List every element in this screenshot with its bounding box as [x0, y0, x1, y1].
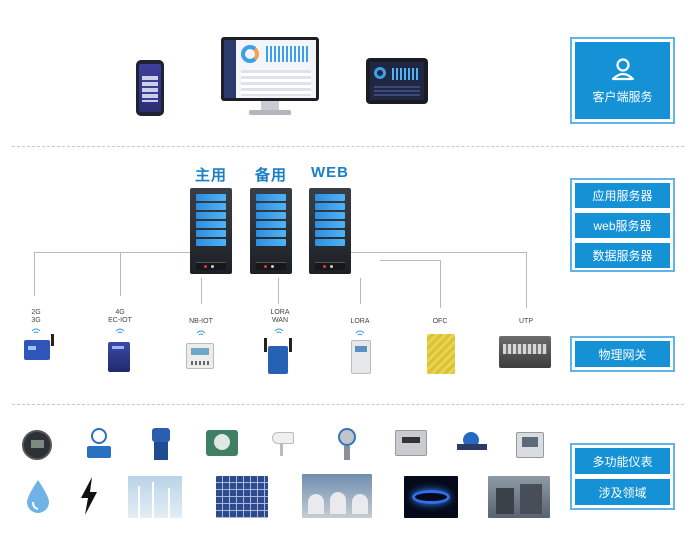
- web-server: [309, 188, 351, 274]
- camera-sensor: [272, 430, 298, 458]
- gateway-label-lora: LORA: [350, 318, 370, 325]
- gateway-device-nbiot: [186, 343, 214, 369]
- connector-utp: [526, 252, 527, 308]
- backup-server: [250, 188, 292, 274]
- gateway-device-ofc: [427, 334, 455, 374]
- gateway-panel: 物理网关: [570, 336, 675, 372]
- gas-flame-photo: [404, 476, 458, 518]
- oil-tank-photo: [302, 474, 372, 518]
- domain-panel: 多功能仪表 涉及领域: [570, 443, 675, 510]
- gas-meter: [395, 430, 427, 456]
- web-server-button[interactable]: web服务器: [575, 213, 670, 238]
- gateway-device-2g: [24, 334, 54, 360]
- desktop-monitor-device: [221, 37, 319, 119]
- gateway-device-lorawan: [264, 338, 292, 374]
- tablet-device: [366, 58, 428, 104]
- client-service-label: 客户端服务: [592, 90, 653, 104]
- wifi-icon: [115, 328, 125, 334]
- wifi-icon: [274, 328, 284, 334]
- smartphone-device: [136, 60, 164, 116]
- connector-left-horizontal: [34, 252, 190, 253]
- server-label-web: WEB: [311, 164, 349, 181]
- connector-nbiot: [201, 278, 202, 304]
- primary-server: [190, 188, 232, 274]
- user-icon: [611, 58, 634, 81]
- gateway-device-4g: [108, 342, 130, 372]
- gateway-device-utp: [499, 336, 551, 368]
- divider-bottom: [12, 404, 684, 405]
- physical-gateway-button[interactable]: 物理网关: [575, 341, 670, 367]
- level-gauge: [336, 428, 358, 462]
- connector-2g: [34, 252, 35, 296]
- gateway-device-lora: [351, 340, 371, 374]
- wifi-icon: [196, 330, 206, 336]
- data-server-button[interactable]: 数据服务器: [575, 243, 670, 268]
- gateway-label-utp: UTP: [519, 318, 533, 325]
- lightning-icon: [81, 477, 97, 515]
- flow-meter-blue: [87, 428, 111, 462]
- divider-top: [12, 146, 684, 147]
- application-domain-button[interactable]: 涉及领域: [575, 479, 670, 505]
- smart-meter-round: [22, 430, 52, 460]
- client-service-panel: 客户端服务: [570, 37, 675, 124]
- connector-ofc-horizontal: [380, 260, 441, 261]
- connector-lorawan: [278, 278, 279, 304]
- water-drop-icon: [27, 480, 49, 513]
- panel-meter: [516, 432, 544, 458]
- wifi-icon: [355, 330, 365, 336]
- substation-photo: [488, 476, 550, 518]
- connector-right-horizontal: [351, 252, 527, 253]
- server-label-backup: 备用: [254, 167, 287, 184]
- water-meter-green: [206, 430, 238, 456]
- water-meter-blue: [457, 432, 487, 456]
- server-label-primary: 主用: [194, 167, 227, 184]
- connector-lora: [360, 278, 361, 304]
- solar-panel-photo: [216, 476, 268, 518]
- server-panel: 应用服务器 web服务器 数据服务器: [570, 178, 675, 272]
- gateway-label-nbiot: NB-IOT: [189, 318, 213, 325]
- gateway-label-ofc: OFC: [432, 318, 448, 325]
- application-server-button[interactable]: 应用服务器: [575, 183, 670, 208]
- client-service-button[interactable]: 客户端服务: [575, 42, 670, 119]
- wind-turbine-photo: [128, 476, 182, 518]
- connector-ofc: [440, 260, 441, 308]
- connector-4g: [120, 252, 121, 296]
- pressure-transmitter: [150, 428, 172, 464]
- wifi-icon: [31, 328, 41, 334]
- multifunction-meter-button[interactable]: 多功能仪表: [575, 448, 670, 474]
